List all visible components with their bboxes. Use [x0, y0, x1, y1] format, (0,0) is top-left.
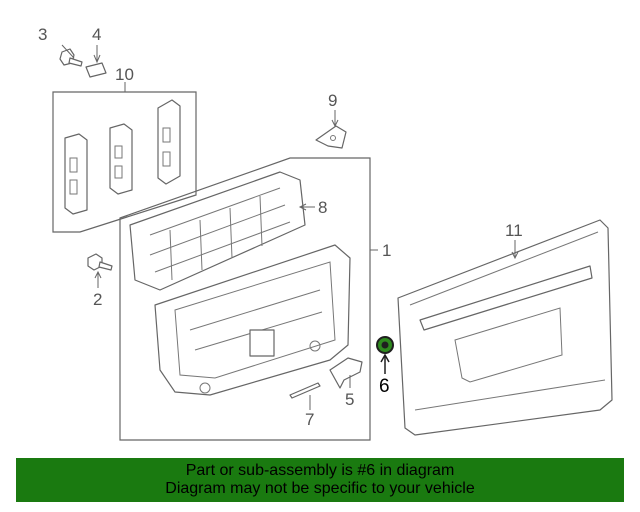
parts-diagram: 3 4 10 9 8 1 11 2 6 5 7 [38, 25, 613, 441]
part-9-bracket [315, 110, 347, 149]
part-10-bracket-set [52, 82, 197, 233]
part-4-clip [85, 45, 107, 78]
callout-7: 7 [305, 410, 314, 429]
part-1-inner-panel [119, 157, 378, 441]
part-3-screw [59, 44, 83, 67]
callout-4: 4 [92, 25, 101, 44]
callout-9: 9 [328, 91, 337, 110]
callout-10: 10 [115, 65, 134, 84]
callout-3: 3 [38, 25, 47, 44]
part-2-bolt [87, 253, 113, 288]
banner-line-1: Part or sub-assembly is #6 in diagram [185, 462, 455, 479]
callout-1: 1 [382, 241, 391, 260]
info-banner: Part or sub-assembly is #6 in diagram Di… [16, 458, 624, 502]
callout-2: 2 [93, 290, 102, 309]
callout-5: 5 [345, 390, 354, 409]
banner-line-2: Diagram may not be specific to your vehi… [165, 480, 475, 497]
callout-11: 11 [505, 221, 523, 240]
part-6-grommet [376, 336, 394, 374]
callout-6: 6 [379, 376, 390, 397]
part-11-outer-panel [397, 219, 613, 436]
callout-8: 8 [318, 198, 327, 217]
